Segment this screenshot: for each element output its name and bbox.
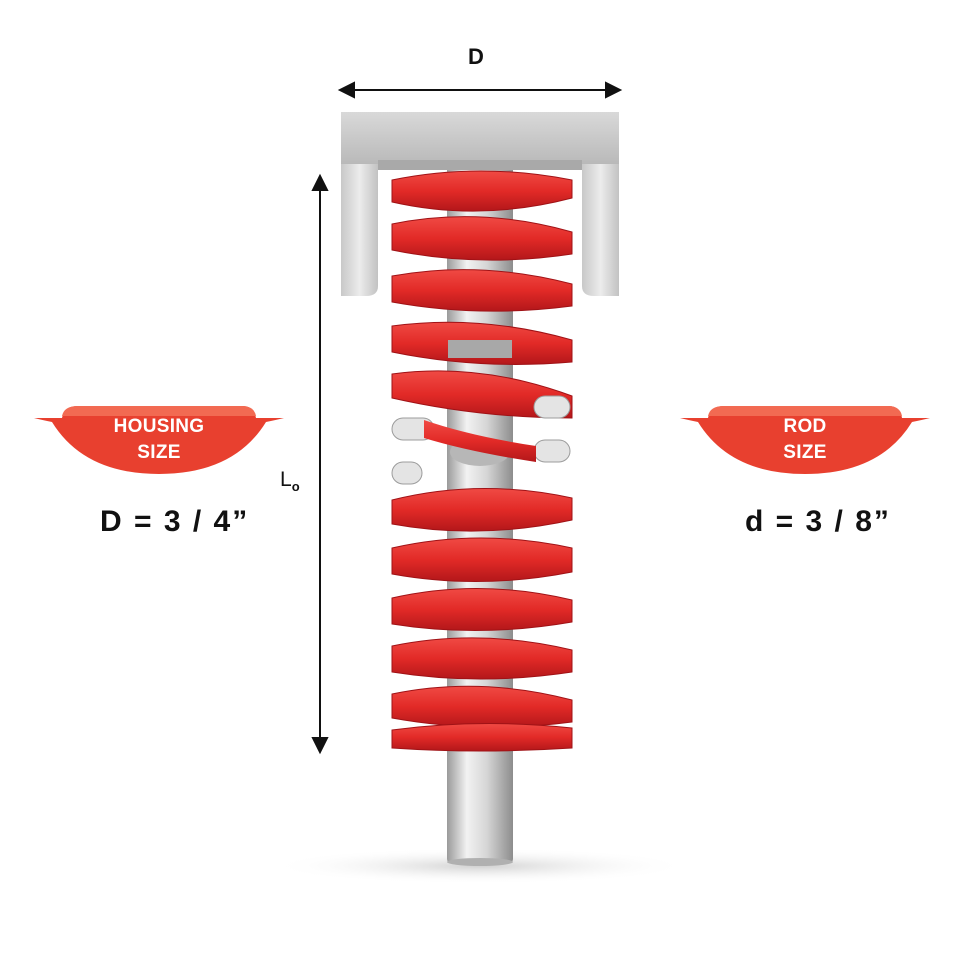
free-length-label: Lo [280,468,300,494]
housing-badge-line2: SIZE [137,442,181,463]
rod-badge-line2: SIZE [783,442,827,463]
diameter-label: D [468,44,484,69]
length-label-subscript: o [291,479,300,495]
rod-size-badge: ROD SIZE [680,402,930,482]
housing-cap [341,112,619,296]
rod-size-value: d = 3 / 8” [745,505,891,538]
rod-badge-line1: ROD [783,416,827,437]
diameter-arrow [337,81,623,99]
housing-size-value: D = 3 / 4” [100,505,250,538]
spring-cut-ends [391,395,571,485]
length-label-main: L [280,468,292,491]
spring-lower [391,488,573,752]
housing-size-badge: HOUSING SIZE [34,402,284,482]
spring-upper [391,170,573,419]
length-arrow [311,173,329,755]
housing-badge-line1: HOUSING [113,416,205,437]
